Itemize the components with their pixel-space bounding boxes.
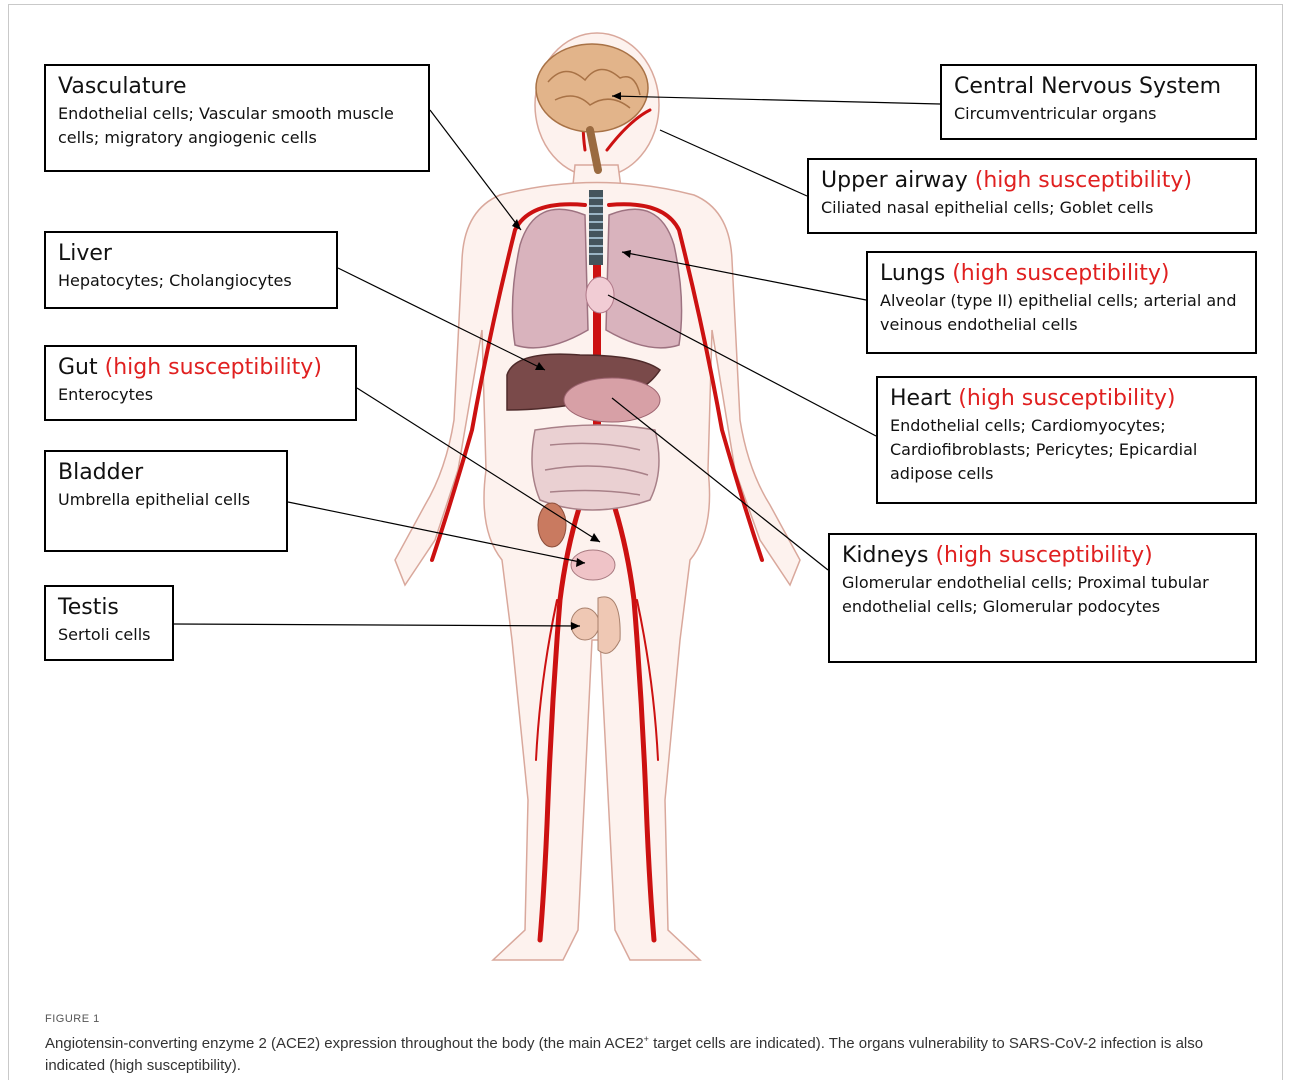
cns-title: Central Nervous System (954, 72, 1245, 102)
cns-box: Central Nervous System Circumventricular… (940, 64, 1257, 140)
kidneys-box: Kidneys (high susceptibility) Glomerular… (828, 533, 1257, 663)
upper-airway-box: Upper airway (high susceptibility) Cilia… (807, 158, 1257, 234)
testis-box: Testis Sertoli cells (44, 585, 174, 661)
lungs-cells: Alveolar (type II) epithelial cells; art… (880, 289, 1245, 337)
figure-caption: Angiotensin-converting enzyme 2 (ACE2) e… (45, 1028, 1255, 1077)
lungs-title: Lungs (880, 261, 945, 286)
liver-box: Liver Hepatocytes; Cholangiocytes (44, 231, 338, 309)
caption-text-part1: Angiotensin-converting enzyme 2 (ACE2) e… (45, 1035, 644, 1052)
bladder-cells: Umbrella epithelial cells (58, 488, 276, 512)
lungs-box: Lungs (high susceptibility) Alveolar (ty… (866, 251, 1257, 354)
heart-organ (586, 277, 614, 313)
heart-susceptibility: (high susceptibility) (958, 386, 1175, 411)
upper-airway-susceptibility: (high susceptibility) (975, 168, 1192, 193)
heart-title: Heart (890, 386, 951, 411)
cns-cells: Circumventricular organs (954, 102, 1245, 126)
bladder-box: Bladder Umbrella epithelial cells (44, 450, 288, 552)
intestines-organ (532, 425, 659, 510)
liver-cells: Hepatocytes; Cholangiocytes (58, 269, 326, 293)
liver-title: Liver (58, 239, 326, 269)
figure-label: FIGURE 1 (45, 1013, 100, 1025)
heart-cells: Endothelial cells; Cardiomyocytes; Cardi… (890, 414, 1245, 486)
gut-cells: Enterocytes (58, 383, 345, 407)
testis-cells: Sertoli cells (58, 623, 162, 647)
trachea (589, 190, 603, 265)
testis-title: Testis (58, 593, 162, 623)
kidneys-susceptibility: (high susceptibility) (935, 543, 1152, 568)
bladder-title: Bladder (58, 458, 276, 488)
kidneys-title: Kidneys (842, 543, 928, 568)
gut-box: Gut (high susceptibility) Enterocytes (44, 345, 357, 421)
gut-susceptibility: (high susceptibility) (105, 355, 322, 380)
vasculature-title: Vasculature (58, 72, 418, 102)
heart-box: Heart (high susceptibility) Endothelial … (876, 376, 1257, 504)
vasculature-cells: Endothelial cells; Vascular smooth muscl… (58, 102, 418, 150)
kidneys-cells: Glomerular endothelial cells; Proximal t… (842, 571, 1245, 619)
stomach-organ (564, 378, 660, 422)
upper-airway-title: Upper airway (821, 168, 968, 193)
vasculature-box: Vasculature Endothelial cells; Vascular … (44, 64, 430, 172)
upper-airway-cells: Ciliated nasal epithelial cells; Goblet … (821, 196, 1245, 220)
kidney-organ (538, 503, 566, 547)
gut-title: Gut (58, 355, 98, 380)
lungs-susceptibility: (high susceptibility) (952, 261, 1169, 286)
